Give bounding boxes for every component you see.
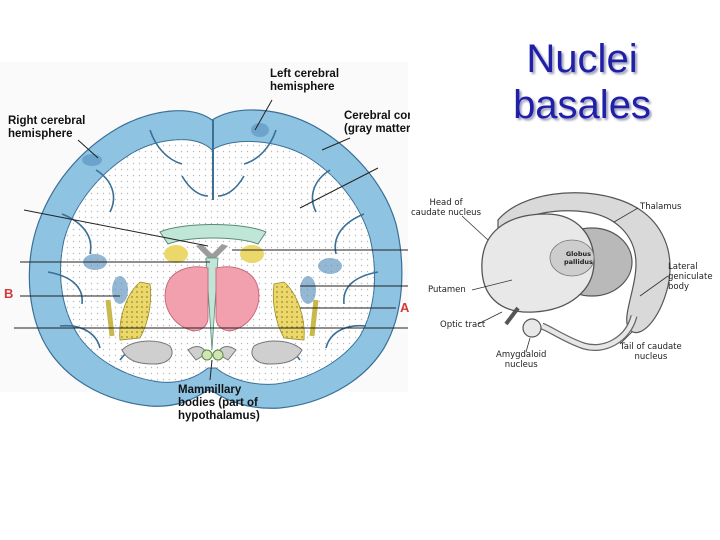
label-right-hemisphere: Right cerebral hemisphere bbox=[8, 115, 86, 140]
title-line-1: Nuclei bbox=[526, 37, 638, 81]
label-cerebral-cortex: Cerebral cor (gray matter bbox=[344, 110, 410, 135]
label-putamen: Putamen bbox=[428, 285, 466, 295]
label-globus-pallidus: Globus pallidus bbox=[564, 250, 593, 266]
label-amygdaloid: Amygdaloid nucleus bbox=[496, 350, 547, 370]
label-mammillary-bodies: Mammillary bodies (part of hypothalamus) bbox=[178, 384, 260, 422]
label-head-caudate: Head of caudate nucleus bbox=[411, 198, 481, 218]
section-lines bbox=[14, 167, 408, 329]
leader-lines-brain bbox=[77, 99, 351, 381]
ventricles bbox=[159, 224, 267, 351]
marker-a: A bbox=[400, 300, 410, 315]
label-left-hemisphere: Left cerebral hemisphere bbox=[270, 68, 340, 93]
marker-b: B bbox=[4, 286, 14, 301]
mammillary-bodies bbox=[201, 349, 224, 361]
basal-nuclei-illustration bbox=[481, 192, 671, 351]
label-thalamus: Thalamus bbox=[640, 202, 682, 212]
label-optic-tract: Optic tract bbox=[440, 320, 486, 330]
title-line-2: basales bbox=[513, 83, 651, 127]
leader-lines-nuclei bbox=[461, 207, 669, 353]
label-tail-caudate: Tail of caudate nucleus bbox=[620, 342, 682, 362]
label-lateral-geniculate: Lateral geniculate body bbox=[668, 262, 713, 292]
lentiform-nucleus bbox=[105, 281, 319, 341]
thalamus bbox=[164, 266, 260, 332]
slide-title: Nuclei basales bbox=[502, 36, 662, 128]
hippocampal-region bbox=[121, 340, 303, 365]
